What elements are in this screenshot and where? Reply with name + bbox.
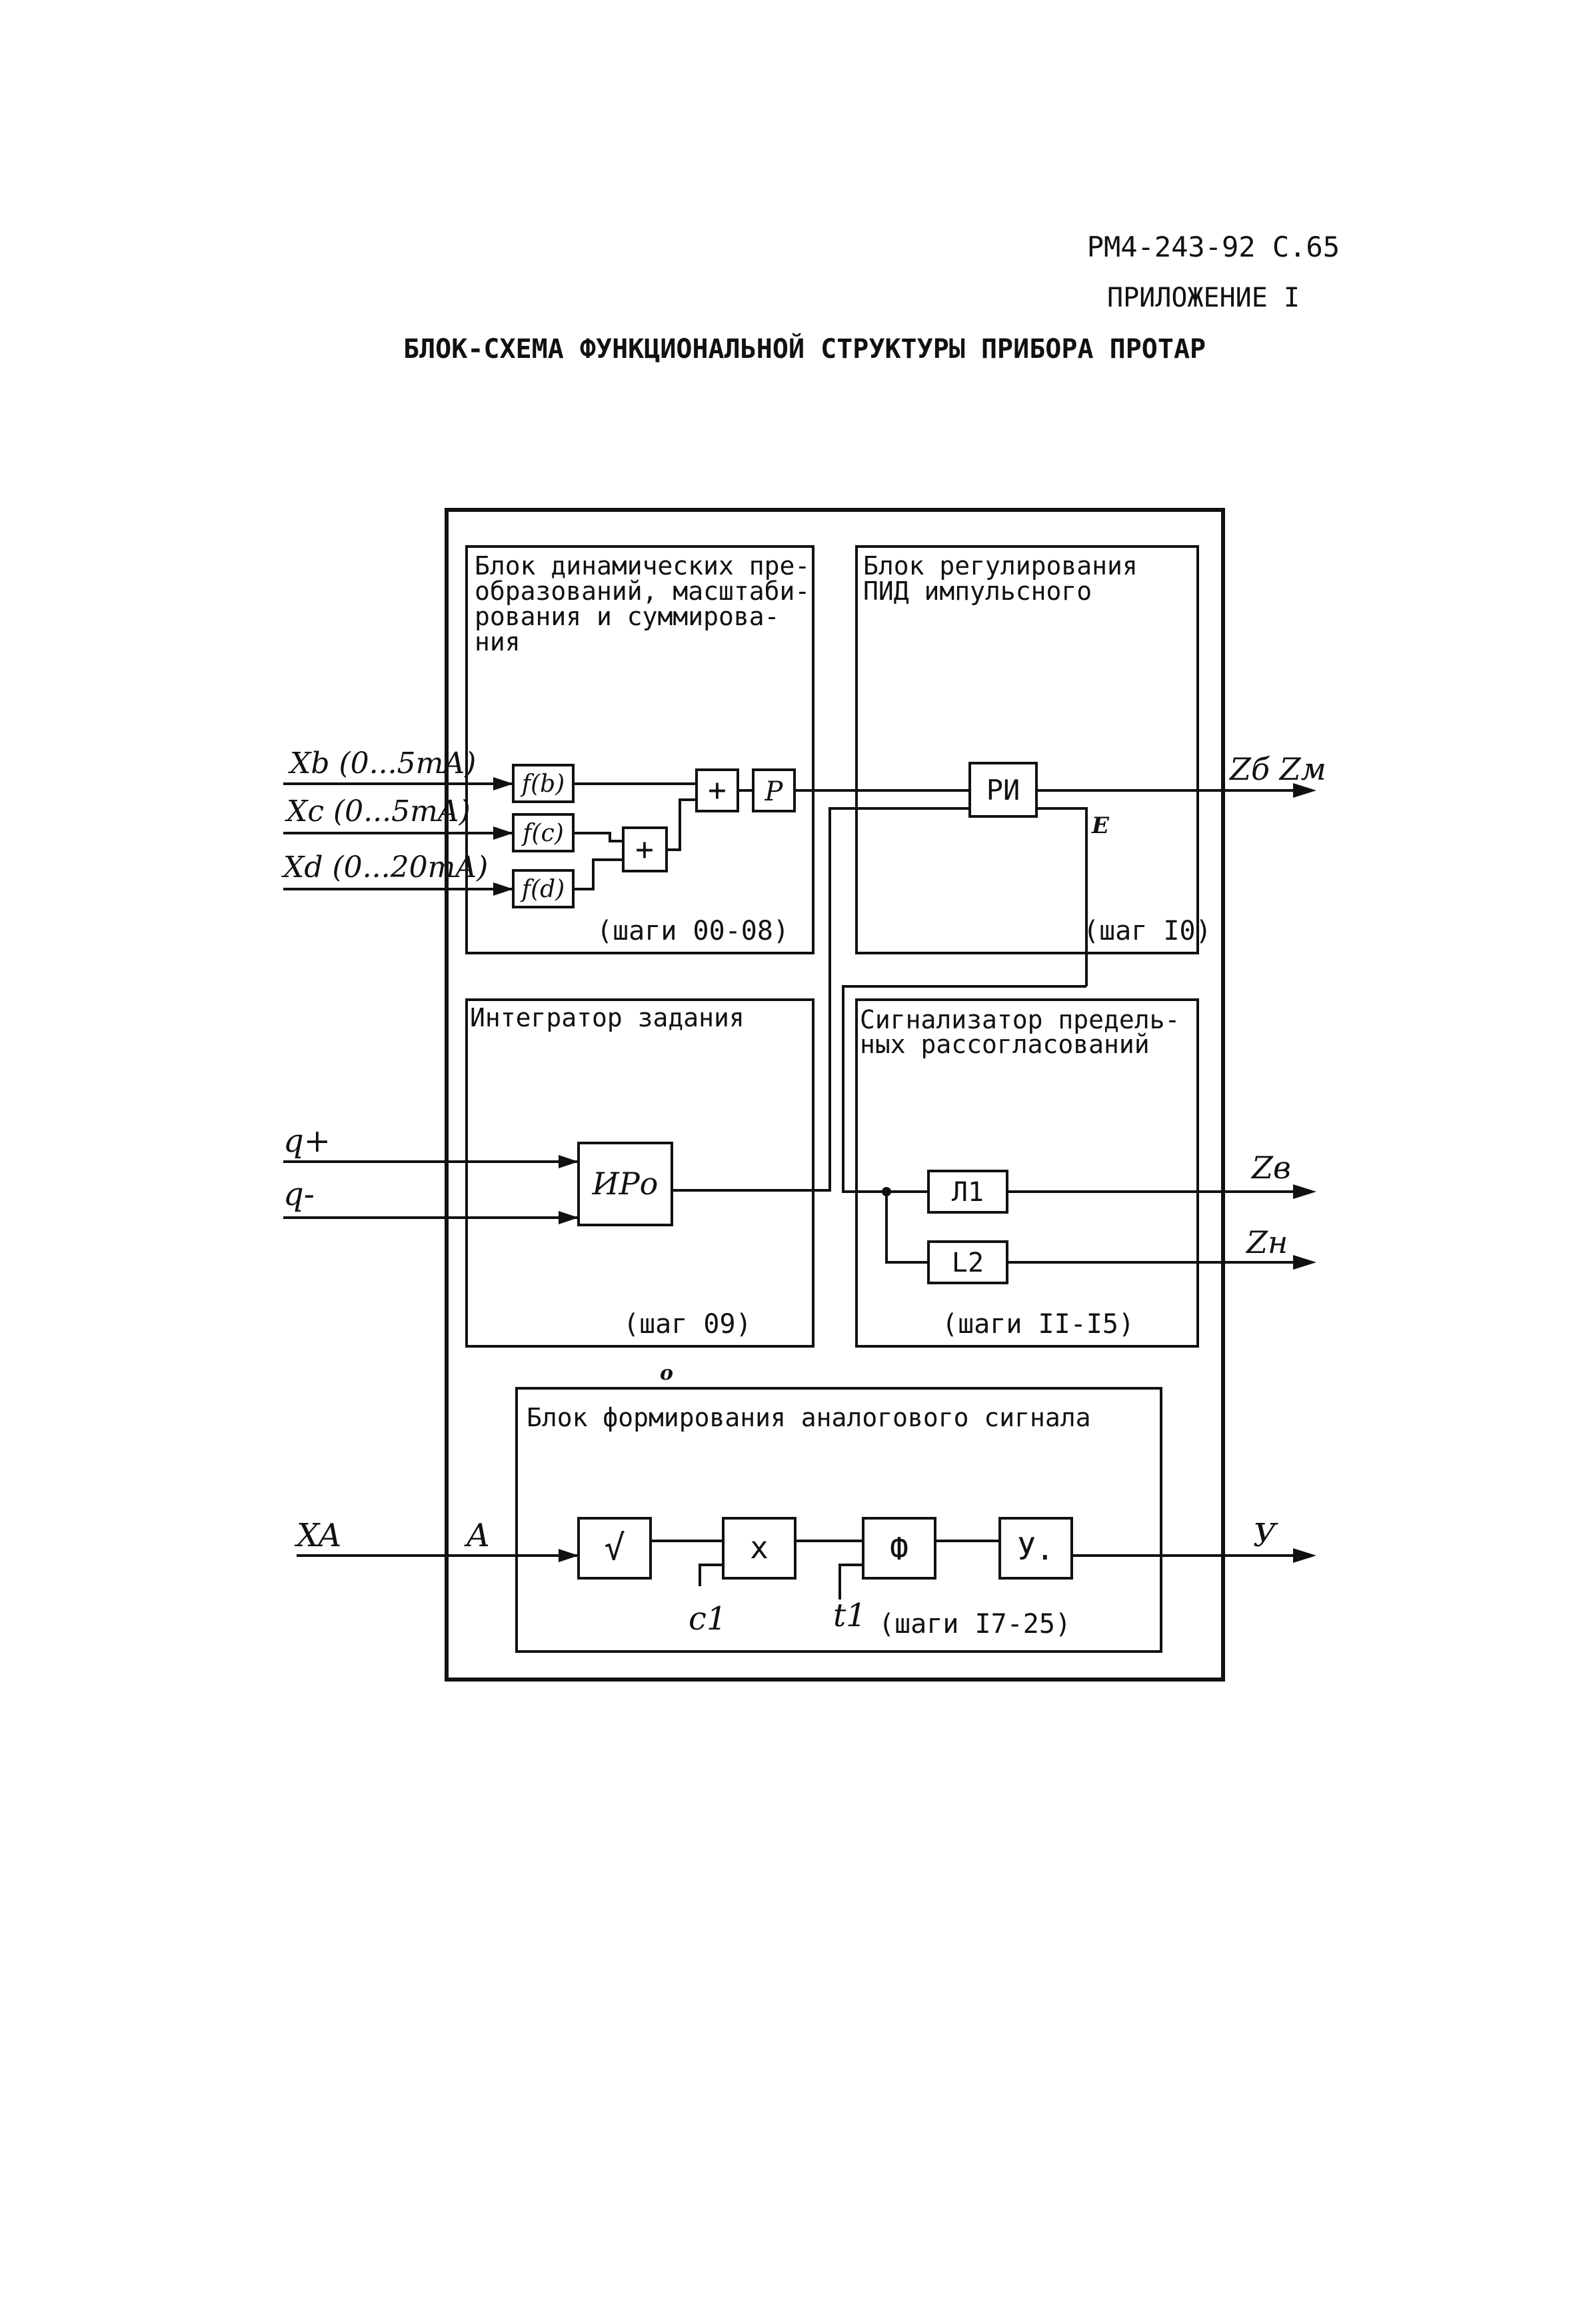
block-alarm: Сигнализатор предель- ных рассогласовани… [855, 998, 1199, 1348]
block-analog-steps: (шаги I7-25) [878, 1609, 1071, 1640]
element-p [752, 768, 796, 812]
input-xd-label: Xd (0...20mA) [281, 850, 488, 884]
input-xc-label: Xc (0...5mA) [285, 794, 471, 828]
block-regulation-title-2: ПИД импульсного [863, 577, 1092, 606]
block-regulation-steps: (шаг I0) [1083, 916, 1212, 946]
element-l2 [927, 1240, 1008, 1284]
block-alarm-steps: (шаги II-I5) [942, 1309, 1134, 1340]
element-phi [862, 1517, 936, 1580]
element-ipo-label: ИРо [592, 1166, 659, 1202]
element-mult [722, 1517, 796, 1580]
element-fc [512, 813, 575, 852]
element-p-label: P [765, 776, 784, 807]
input-a-label: A [464, 1517, 490, 1554]
appendix-label: ПРИЛОЖЕНИЕ I [1107, 283, 1300, 313]
element-sqrt-label: √ [604, 1528, 625, 1568]
input-xa-label: XA [294, 1517, 341, 1554]
output-zv-label: Zв [1250, 1150, 1291, 1186]
output-zn-label: Zн [1245, 1224, 1288, 1260]
signal-t1: t1 [833, 1597, 866, 1634]
wire-e-to-alarm [842, 985, 1086, 1193]
input-q-minus-label: q- [283, 1176, 315, 1213]
doc-code: РМ4-243-92 С.65 [1087, 231, 1340, 263]
input-q-plus-label: q+ [283, 1122, 331, 1160]
element-ipo [577, 1142, 673, 1226]
block-integrator: Интегратор задания (шаг 09) ИРо [465, 998, 814, 1348]
block-regulation: Блок регулирования ПИД импульсного (шаг … [855, 545, 1212, 986]
block-dynamic-title-1: Блок динамических пре- [475, 551, 810, 581]
marker-o: o [660, 1362, 673, 1385]
block-dynamic: Блок динамических пре- образований, масш… [465, 545, 814, 954]
output-y-label: У [1253, 1517, 1278, 1554]
element-sqrt [577, 1517, 652, 1580]
block-dynamic-title-3: рования и суммирова- [475, 602, 780, 631]
block-analog: Блок формирования аналогового сигнала (ш… [515, 1387, 1162, 1653]
element-u [998, 1517, 1073, 1580]
block-regulation-title-1: Блок регулирования [863, 551, 1138, 581]
signal-c1: c1 [689, 1600, 727, 1638]
element-fd-label: f(d) [520, 876, 565, 903]
block-integrator-title: Интегратор задания [470, 1003, 745, 1032]
element-phi-label: Ф [890, 1531, 908, 1567]
signal-e: E [1091, 812, 1110, 839]
outer-frame [445, 508, 1225, 1682]
element-fb-label: f(b) [520, 770, 565, 798]
block-dynamic-title-4: ния [475, 627, 521, 656]
element-l1-label: Л1 [952, 1177, 984, 1208]
wire-ipo-to-ri [672, 807, 970, 1192]
output-zb-zm-label: Zб Zм [1228, 751, 1326, 787]
element-fc-label: f(c) [521, 820, 564, 847]
page-title: БЛОК-СХЕМА ФУНКЦИОНАЛЬНОЙ СТРУКТУРЫ ПРИБ… [403, 333, 1206, 365]
block-dynamic-title-2: образований, масштаби- [475, 577, 810, 606]
element-l2-label: L2 [952, 1248, 984, 1278]
element-l1 [927, 1170, 1008, 1214]
element-sum2-label: + [635, 831, 654, 867]
element-ri-label: РИ [986, 774, 1020, 806]
block-integrator-steps: (шаг 09) [623, 1309, 752, 1340]
block-dynamic-steps: (шаги 00-08) [597, 916, 789, 946]
element-u-label: У. [1017, 1531, 1054, 1567]
element-mult-label: x [750, 1530, 769, 1566]
element-sum1-label: + [708, 772, 727, 808]
element-sum2 [622, 826, 668, 872]
block-alarm-title-2: ных рассогласований [860, 1030, 1150, 1059]
block-analog-title: Блок формирования аналогового сигнала [527, 1403, 1090, 1432]
input-xb-label: Xb (0...5mA) [288, 746, 476, 780]
block-alarm-title-1: Сигнализатор предель- [860, 1005, 1180, 1034]
